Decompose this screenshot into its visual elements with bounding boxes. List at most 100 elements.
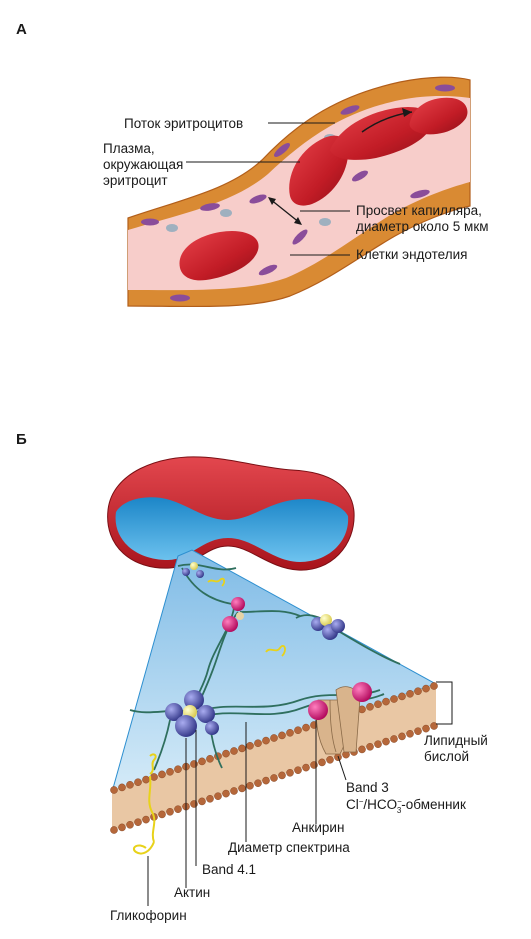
label-lipid-2: бислой (424, 749, 469, 764)
lipid-head (414, 727, 422, 736)
label-actin: Актин (174, 885, 210, 900)
lipid-head (110, 826, 118, 834)
red-blood-cells (179, 97, 468, 281)
diameter-arrow (269, 198, 301, 224)
lipid-head (110, 786, 118, 794)
label-lumen-1: Просвет капилляра, (356, 203, 482, 218)
lipid-head (134, 778, 142, 787)
lipid-head (142, 775, 150, 784)
capillary-illustration (127, 76, 471, 308)
lipid-head (398, 692, 406, 701)
lipid-head (278, 771, 286, 780)
lipid-head (190, 760, 198, 768)
lipid-head (430, 682, 438, 690)
lipid-head (254, 779, 262, 788)
label-spectrin: Диаметр спектрина (228, 840, 350, 855)
lipid-head (230, 787, 238, 795)
lipid-head (174, 805, 182, 814)
lipid-head (422, 724, 430, 733)
lipid-head (430, 722, 438, 730)
rbc-cell (330, 106, 433, 160)
lipid-head (286, 729, 294, 737)
lipid-head (302, 723, 310, 732)
rbc-cell (179, 230, 259, 281)
lipid-head (190, 800, 198, 808)
lipid-head (374, 740, 382, 749)
lipid-head (238, 784, 246, 793)
junctional-complex-top (182, 562, 204, 578)
lipid-head (286, 769, 294, 777)
lipid-head (390, 695, 398, 703)
lipid-head (390, 735, 398, 743)
lipid-head (294, 766, 302, 775)
ankyrin-protein (308, 682, 372, 720)
lipid-head (318, 758, 326, 767)
lipid-head (222, 749, 230, 758)
lipid-head (254, 739, 262, 748)
lipid-head (414, 687, 422, 696)
lipid-head (366, 703, 374, 711)
lipid-head (374, 700, 382, 709)
panel-b-leaders (147, 720, 347, 906)
flow-arrowhead (402, 108, 412, 117)
junctional-complex-main (165, 690, 219, 737)
lipid-head (166, 768, 174, 776)
lipid-head (158, 810, 166, 819)
diameter-arrowhead-bottom (294, 217, 302, 225)
label-lumen-2: диаметр около 5 мкм (356, 219, 489, 234)
lipid-head (422, 684, 430, 693)
lipid-head (230, 747, 238, 755)
lipid-bracket (436, 681, 453, 725)
lipid-head (158, 770, 166, 779)
lipid-head (246, 742, 254, 750)
lipid-head (174, 765, 182, 774)
erythrocyte-disc-cavity (115, 497, 349, 562)
label-exchanger: Cl−/HCO−3-обменник (346, 797, 466, 815)
lipid-head (198, 757, 206, 766)
protein-cluster-2 (311, 614, 345, 640)
endothelial-nuclei (141, 84, 455, 302)
lipid-head (222, 789, 230, 798)
lipid-head (270, 734, 278, 742)
label-rbc-flow: Поток эритроцитов (124, 116, 243, 131)
lipid-head (326, 756, 334, 764)
label-band41: Band 4.1 (202, 862, 256, 877)
lipid-head (142, 815, 150, 824)
lipid-head (366, 743, 374, 751)
lipid-head (134, 818, 142, 827)
lipid-head (262, 776, 270, 785)
lipid-head (206, 795, 214, 803)
lipid-head (302, 763, 310, 772)
lipid-head (206, 755, 214, 763)
lipid-head (198, 797, 206, 806)
lipid-head (278, 731, 286, 740)
membrane-illustration (107, 456, 453, 855)
label-plasma-2: окружающая (103, 157, 183, 172)
panel-b-letter: Б (16, 431, 27, 448)
label-band3: Band 3 (346, 780, 389, 795)
glycophorin-small-1 (207, 577, 226, 587)
lipid-head (382, 697, 390, 706)
lipid-head (126, 781, 134, 789)
lipid-head (294, 726, 302, 735)
lipid-head (238, 744, 246, 753)
lipid-head (214, 792, 222, 801)
lipid-head (310, 761, 318, 769)
panel-a-leaders (186, 122, 350, 256)
label-lipid-1: Липидный (424, 733, 488, 748)
label-plasma-1: Плазма, (103, 141, 155, 156)
diameter-arrowhead-top (268, 197, 276, 205)
glycophorin-protein (132, 753, 157, 855)
panel-a-letter: А (16, 21, 27, 38)
lipid-head (166, 808, 174, 816)
label-ankyrin: Анкирин (292, 820, 344, 835)
glycophorin-small-2 (265, 644, 286, 657)
rbc-cell (409, 97, 468, 135)
label-glycophorin: Гликофорин (110, 908, 187, 923)
lipid-head (118, 783, 126, 792)
lipid-head (246, 782, 254, 790)
label-plasma-3: эритроцит (103, 173, 168, 188)
lipid-head (398, 732, 406, 741)
label-endothelium: Клетки эндотелия (356, 247, 467, 262)
lipid-head (150, 773, 158, 781)
